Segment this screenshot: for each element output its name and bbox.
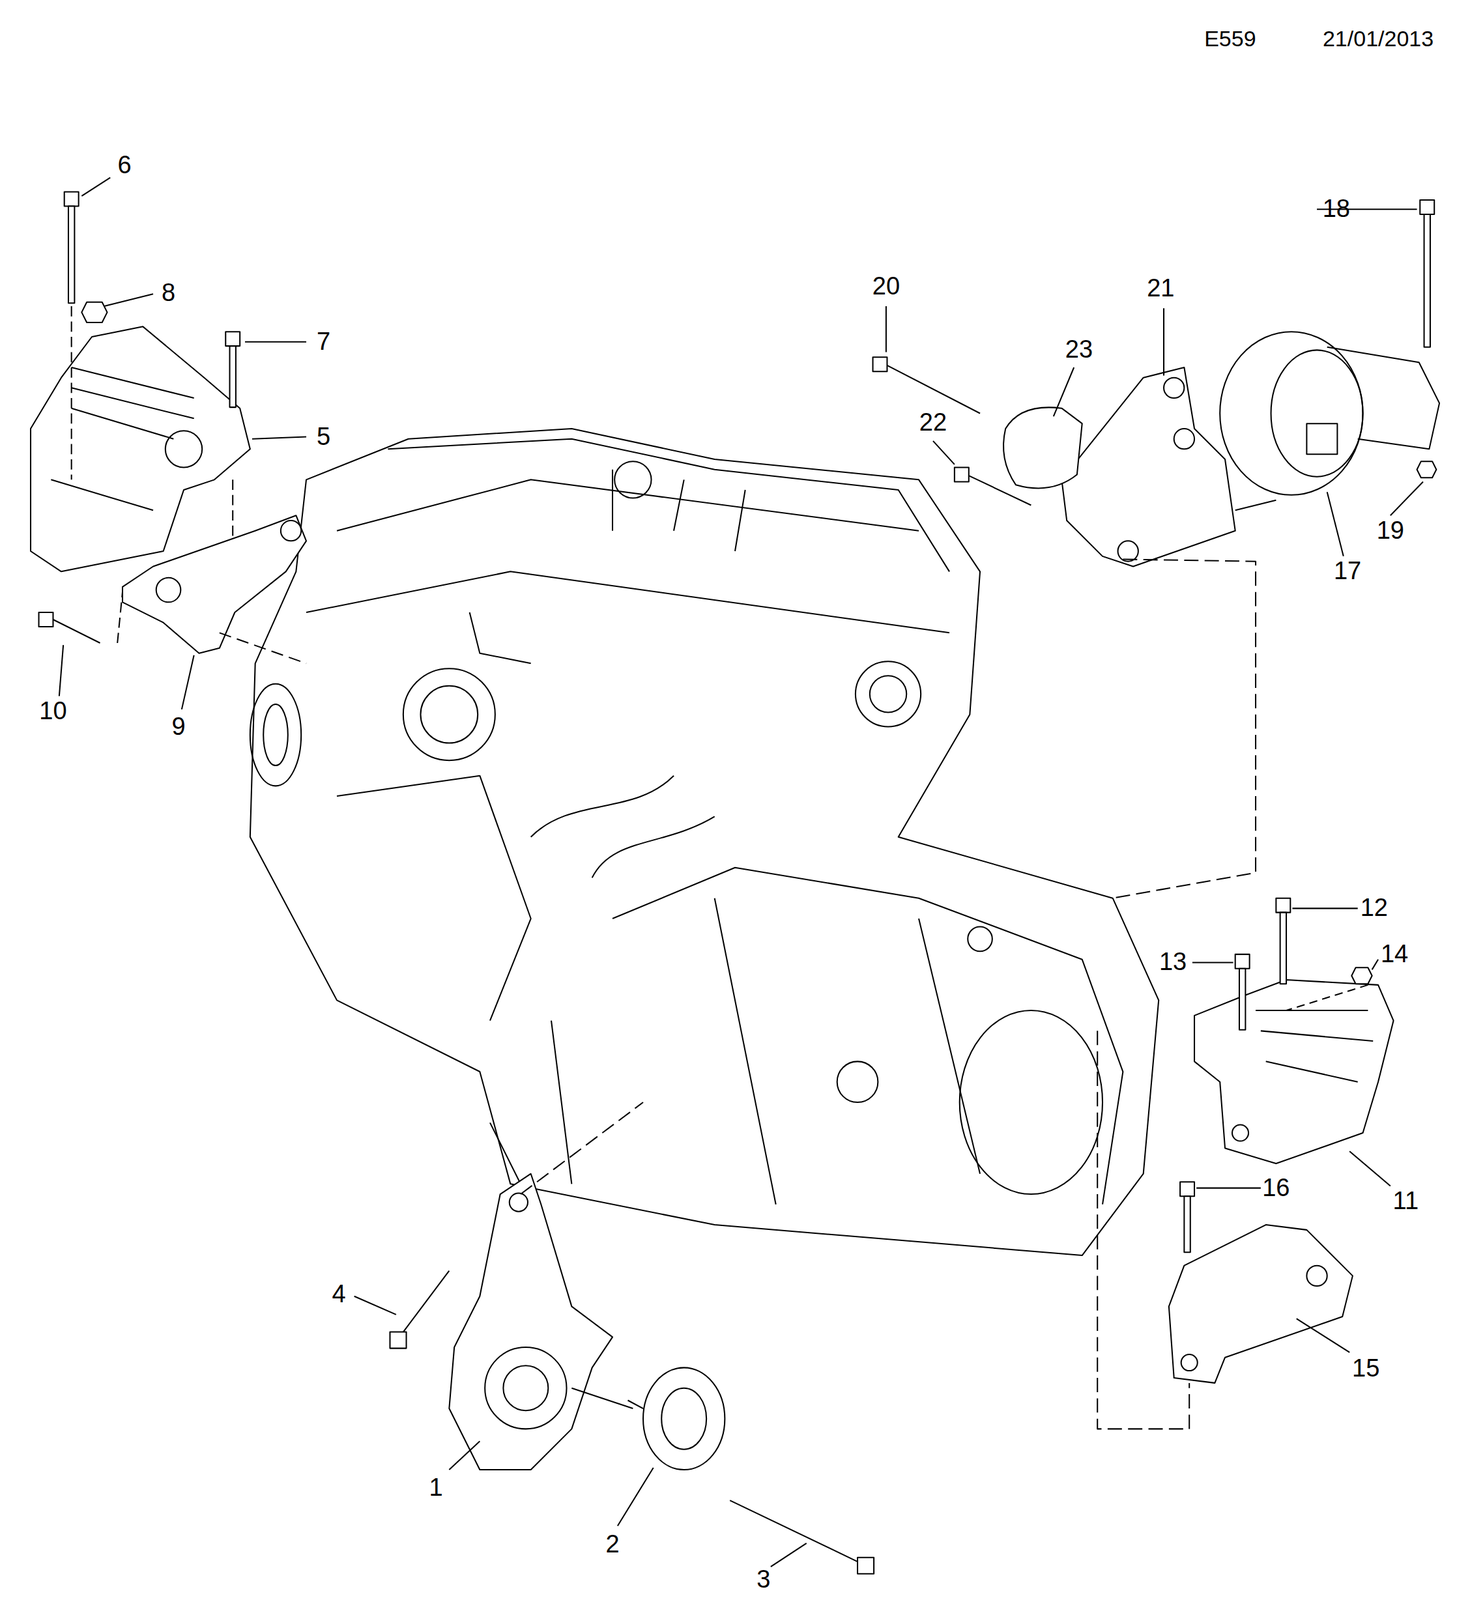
callout-number: 22	[919, 409, 947, 437]
header-text: 21/01/2013	[1322, 26, 1434, 51]
callout-number: 13	[1159, 948, 1187, 977]
callout-number: 5	[316, 423, 331, 451]
leader-lines	[59, 177, 1424, 1568]
callout-number: 15	[1352, 1355, 1380, 1383]
mount-11	[1194, 980, 1394, 1164]
callout-number: 2	[605, 1531, 620, 1559]
header-text: E559	[1204, 26, 1256, 51]
engine-outline	[250, 428, 1159, 1256]
callout-number: 16	[1262, 1174, 1290, 1203]
mount-1	[448, 1174, 613, 1470]
callout-number: 8	[161, 279, 176, 307]
callout-number: 11	[1393, 1187, 1419, 1216]
callout-number: 10	[39, 697, 67, 726]
bushing-2	[643, 1367, 725, 1470]
mount-17	[1219, 331, 1363, 496]
callout-number: 12	[1360, 894, 1388, 923]
mount-5	[30, 326, 251, 572]
plate-23	[1003, 407, 1083, 489]
callout-number: 14	[1380, 940, 1409, 969]
bracket-15	[1168, 1225, 1353, 1384]
bracket-9	[122, 515, 307, 654]
callout-number: 3	[756, 1566, 771, 1594]
callout-number: 20	[872, 273, 900, 301]
callout-number: 4	[332, 1281, 346, 1309]
callout-number: 17	[1333, 557, 1362, 586]
callout-number: 1	[428, 1474, 443, 1502]
callout-number: 18	[1322, 195, 1351, 223]
callout-number: 7	[316, 328, 331, 356]
callout-number: 19	[1376, 517, 1405, 545]
callout-number: 23	[1065, 336, 1093, 364]
callout-number: 9	[172, 713, 186, 741]
callout-number: 6	[117, 151, 132, 180]
callout-number: 21	[1146, 274, 1175, 303]
bracket-21	[1061, 367, 1235, 567]
